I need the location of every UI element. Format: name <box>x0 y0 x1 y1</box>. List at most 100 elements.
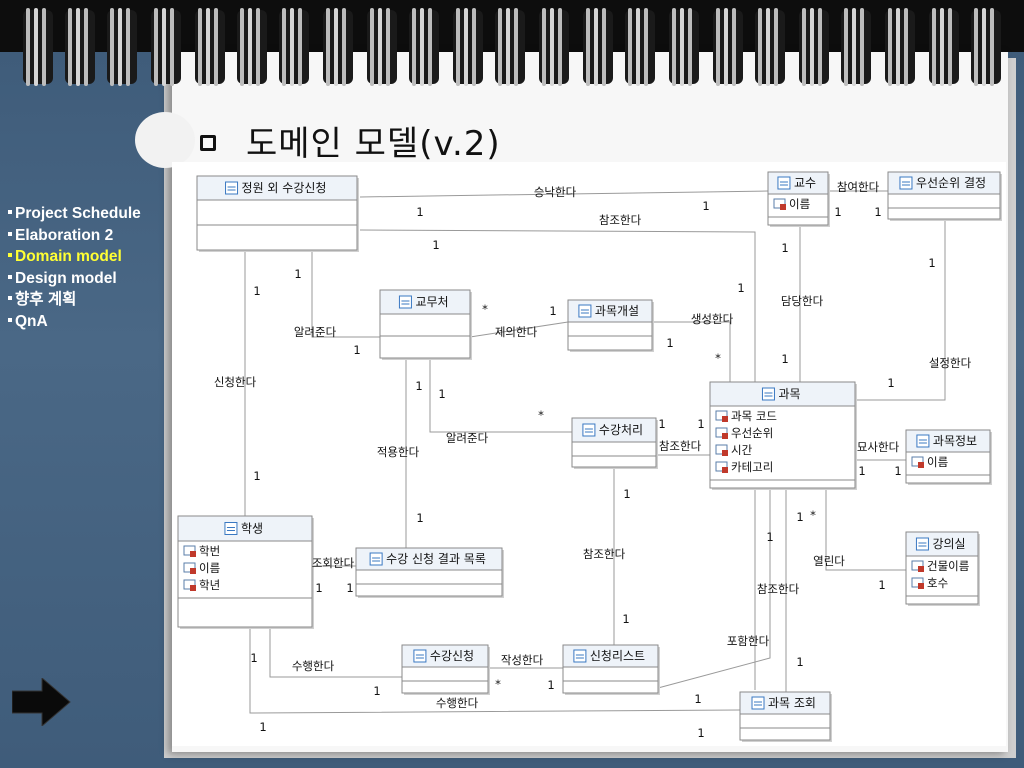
attribute-icon <box>715 427 728 439</box>
class-icon <box>916 434 930 448</box>
association-label: 포함한다 <box>727 634 770 648</box>
class-box-c13[interactable]: 신청리스트 <box>562 644 660 695</box>
nav-item-label: Project Schedule <box>15 205 141 222</box>
binding-ring <box>453 8 483 86</box>
association-label: 알려준다 <box>446 431 489 445</box>
association-line <box>311 250 380 338</box>
multiplicity-label: 1 <box>432 238 439 252</box>
class-icon <box>413 649 427 663</box>
association-label: 참조한다 <box>659 439 702 453</box>
multiplicity-label: 1 <box>353 343 360 357</box>
multiplicity-label: 1 <box>547 678 554 692</box>
class-icon <box>582 423 596 437</box>
class-icon <box>899 176 913 190</box>
association-label: 작성한다 <box>501 653 544 667</box>
class-box-c4[interactable]: 교무처 <box>379 289 472 360</box>
multiplicity-label: 1 <box>623 487 630 501</box>
class-name: 학생 <box>241 522 263 536</box>
binding-ring <box>539 8 569 86</box>
multiplicity-label: 1 <box>415 379 422 393</box>
nav-item-project-schedule[interactable]: Project Schedule <box>8 203 173 225</box>
association-label: 수행한다 <box>436 696 479 710</box>
multiplicity-label: * <box>538 408 544 422</box>
nav-item-elaboration-2[interactable]: Elaboration 2 <box>8 225 173 247</box>
multiplicity-label: 1 <box>250 651 257 665</box>
multiplicity-label: 1 <box>259 720 266 734</box>
attribute-icon <box>773 198 786 210</box>
class-icon <box>915 537 929 551</box>
binding-ring <box>971 8 1001 86</box>
association-label: 참여한다 <box>837 180 880 194</box>
class-name: 신청리스트 <box>590 649 645 663</box>
class-box-c1[interactable]: 정원 외 수강신청 <box>196 175 359 252</box>
multiplicity-label: 1 <box>858 464 865 478</box>
binding-ring <box>583 8 613 86</box>
multiplicity-label: 1 <box>737 281 744 295</box>
side-navigation: Project Schedule Elaboration 2 Domain mo… <box>8 203 173 332</box>
association-line <box>429 358 572 433</box>
nav-item-future-plan[interactable]: 향후 계획 <box>8 289 173 311</box>
multiplicity-label: 1 <box>549 304 556 318</box>
class-icon <box>369 552 383 566</box>
bullet-icon <box>8 210 12 214</box>
multiplicity-label: 1 <box>694 692 701 706</box>
attribute-icon <box>715 444 728 456</box>
multiplicity-label: 1 <box>796 655 803 669</box>
association-label: 참조한다 <box>599 213 642 227</box>
multiplicity-label: 1 <box>666 336 673 350</box>
association-label: 적용한다 <box>377 445 420 459</box>
nav-item-label: 향후 계획 <box>15 291 77 308</box>
multiplicity-label: 1 <box>894 464 901 478</box>
multiplicity-label: * <box>482 302 488 316</box>
association-label: 알려준다 <box>294 325 337 339</box>
spiral-binding <box>23 8 1001 86</box>
multiplicity-label: 1 <box>622 612 629 626</box>
class-box-c7[interactable]: 수강처리 <box>571 417 658 469</box>
binding-ring <box>23 8 53 86</box>
class-box-c3[interactable]: 우선순위 결정 <box>887 171 1002 221</box>
binding-ring <box>799 8 829 86</box>
multiplicity-label: 1 <box>315 581 322 595</box>
nav-item-domain-model[interactable]: Domain model <box>8 246 173 268</box>
association-label: 수행한다 <box>292 659 335 673</box>
bullet-icon <box>8 274 12 279</box>
binding-ring <box>495 8 525 86</box>
class-name: 교수 <box>794 176 816 190</box>
multiplicity-label: 1 <box>887 376 894 390</box>
association-line <box>469 321 569 338</box>
binding-ring <box>237 8 267 86</box>
square-bullet-icon <box>200 135 216 151</box>
attribute-icon <box>911 456 924 468</box>
page-curl <box>135 112 195 168</box>
attribute-label: 학년 <box>199 578 220 592</box>
class-icon <box>761 387 775 401</box>
association-label: 열린다 <box>813 554 845 568</box>
binding-ring <box>107 8 137 86</box>
nav-item-design-model[interactable]: Design model <box>8 268 173 290</box>
nav-item-qna[interactable]: QnA <box>8 311 173 333</box>
multiplicity-label: 1 <box>928 256 935 270</box>
multiplicity-label: 1 <box>416 511 423 525</box>
binding-ring <box>885 8 915 86</box>
association-line <box>825 488 906 571</box>
slide-title-row: 도메인 모델(v.2) <box>200 118 501 164</box>
attribute-icon <box>715 461 728 473</box>
association-label: 신청한다 <box>214 375 257 389</box>
class-box-c5[interactable]: 과목개설 <box>567 299 654 352</box>
class-box-c12[interactable]: 수강신청 <box>401 644 490 695</box>
class-box-c10[interactable]: 수강 신청 결과 목록 <box>355 547 504 598</box>
attribute-label: 과목 코드 <box>731 409 777 423</box>
class-name: 과목정보 <box>933 434 977 448</box>
next-arrow-icon[interactable] <box>12 678 72 726</box>
class-box-c14[interactable]: 과목 조회 <box>739 691 832 742</box>
attribute-label: 시간 <box>731 443 753 457</box>
association-label: 담당한다 <box>781 294 824 308</box>
nav-item-label: Design model <box>15 269 117 287</box>
attribute-label: 이름 <box>789 197 810 211</box>
